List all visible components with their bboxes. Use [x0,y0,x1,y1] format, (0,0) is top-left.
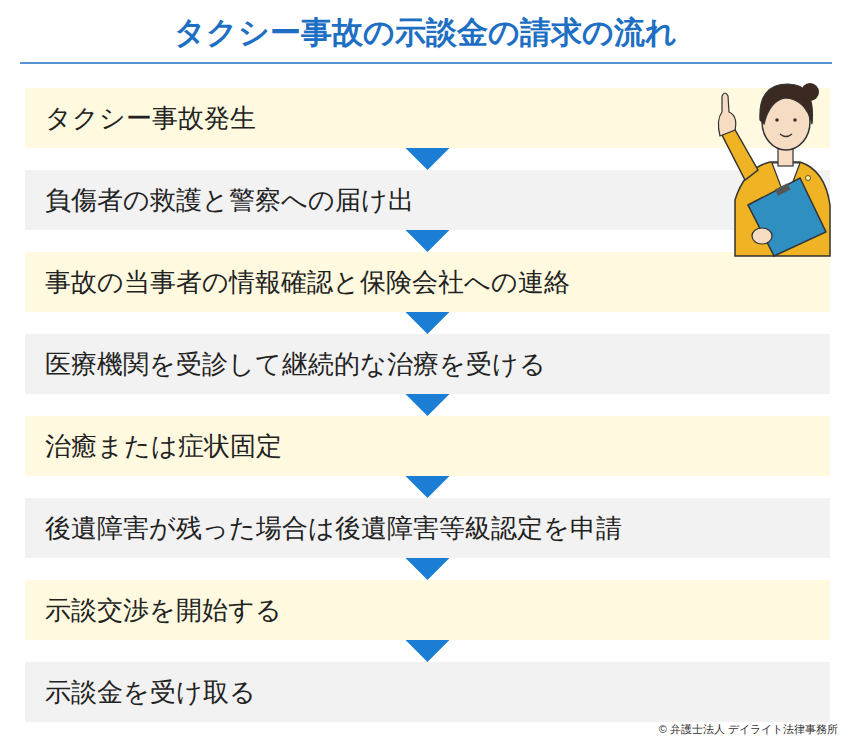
flow-arrow [406,312,450,334]
step-text: 治癒または症状固定 [45,430,282,463]
flow-arrow [406,558,450,580]
diagram-title: タクシー事故の示談金の請求の流れ [0,12,850,54]
process-box: 治癒または症状固定 [25,416,830,476]
flow-arrow [406,476,450,498]
process-box: 示談金を受け取る [25,662,830,722]
flow-arrow [406,230,450,252]
step-text: 示談金を受け取る [45,676,256,709]
flow-arrow [406,148,450,170]
step-text: 事故の当事者の情報確認と保険会社への連絡 [45,266,570,299]
process-box: 示談交渉を開始する [25,580,830,640]
step-text: 後遺障害が残った場合は後遺障害等級認定を申請 [45,512,622,545]
process-box: 負傷者の救護と警察への届け出 [25,170,830,230]
process-box: タクシー事故発生 [25,88,830,148]
woman-figure [718,83,830,256]
flow-arrow [406,640,450,662]
title-underline [20,62,832,64]
step-text: 医療機関を受診して継続的な治療を受ける [45,348,546,381]
process-box: 医療機関を受診して継続的な治療を受ける [25,334,830,394]
flow-arrow [406,394,450,416]
step-text: タクシー事故発生 [45,102,256,135]
step-text: 負傷者の救護と警察への届け出 [45,184,414,217]
process-box: 後遺障害が残った場合は後遺障害等級認定を申請 [25,498,830,558]
step-text: 示談交渉を開始する [45,594,282,627]
copyright-note: © 弁護士法人 デイライト法律事務所 [659,722,838,737]
process-box: 事故の当事者の情報確認と保険会社への連絡 [25,252,830,312]
